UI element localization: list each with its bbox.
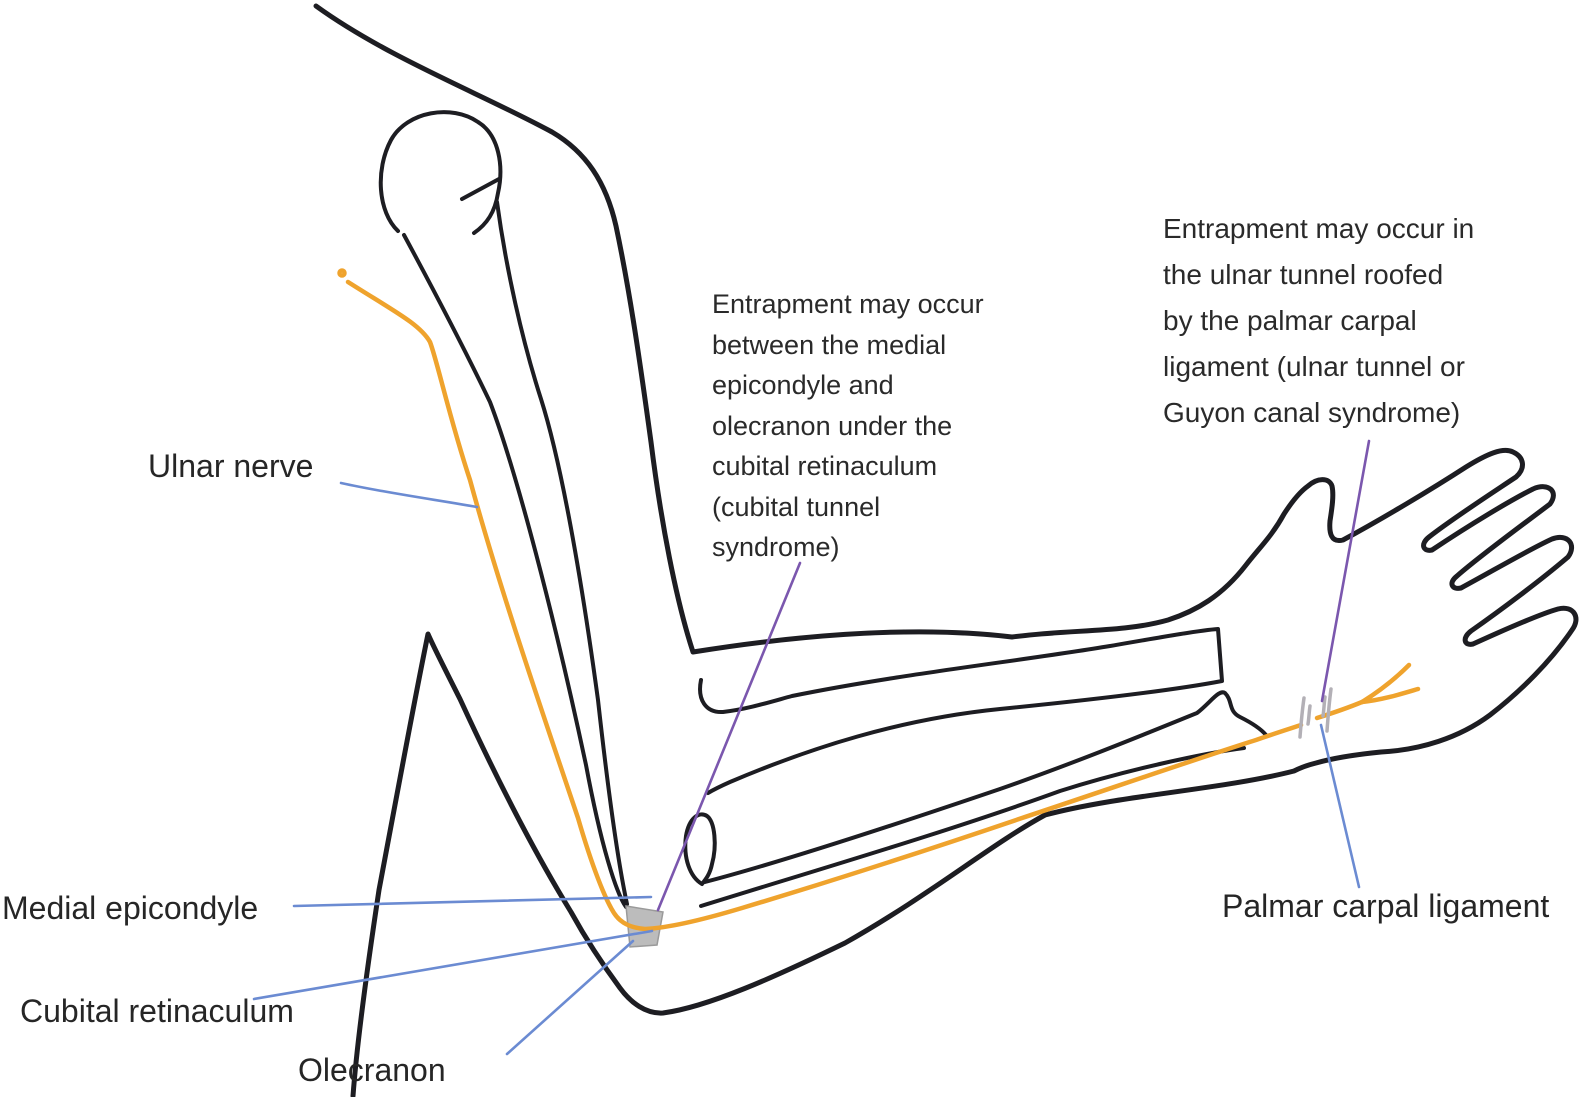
radius-bone-path	[698, 627, 1224, 795]
ulnar-nerve-branch-lower	[1359, 686, 1421, 705]
humerus-head-path	[378, 110, 503, 235]
cubital-tunnel-annotation: Entrapment may occur between the medial …	[712, 284, 984, 568]
olecranon-label: Olecranon	[298, 1052, 446, 1088]
annotation-line: the ulnar tunnel roofed	[1163, 259, 1444, 290]
guyon-annotation-leader-line	[1320, 439, 1371, 703]
ulna-bone-path	[699, 690, 1268, 908]
annotation-line: Entrapment may occur in	[1163, 213, 1475, 244]
annotation-line: Guyon canal syndrome)	[1163, 397, 1461, 428]
annotation-line: cubital retinaculum	[712, 451, 938, 481]
annotation-line: between the medial	[712, 329, 947, 360]
palmar-carpal-ligament-leader-line	[1319, 723, 1361, 889]
annotation-line: by the palmar carpal	[1163, 305, 1417, 336]
ulnar-nerve-path	[345, 279, 1304, 932]
cubital-annotation-leader-line	[656, 561, 802, 912]
annotation-line: epicondyle and	[712, 370, 894, 400]
medial-epicondyle-leader-line	[292, 895, 653, 908]
wrist-ligament-tick-marks	[1298, 687, 1333, 739]
cubital-retinaculum-shape	[625, 905, 664, 948]
annotation-line: olecranon under the	[712, 410, 953, 441]
body-outline-path	[313, 3, 1579, 1097]
medial-epicondyle-label: Medial epicondyle	[2, 890, 259, 926]
cubital-retinaculum-label: Cubital retinaculum	[20, 993, 294, 1029]
cubital-retinaculum-leader-line	[252, 929, 654, 1001]
palmar-carpal-ligament-label: Palmar carpal ligament	[1222, 888, 1550, 924]
guyon-canal-annotation: Entrapment may occur in the ulnar tunnel…	[1163, 206, 1474, 436]
olecranon-leader-line	[505, 939, 635, 1056]
olecranon-bump-path	[683, 812, 717, 886]
ulnar-nerve-leader-line	[339, 481, 479, 509]
ulnar-nerve-label: Ulnar nerve	[148, 448, 314, 484]
annotation-line: Entrapment may occur	[712, 289, 984, 319]
ulnar-nerve-origin-dot	[337, 268, 347, 278]
annotation-line: ligament (ulnar tunnel or	[1163, 351, 1465, 382]
humerus-shaft-path	[402, 200, 629, 909]
humerus-head-sketch-line	[460, 177, 501, 201]
annotation-line: syndrome)	[712, 532, 840, 562]
annotation-line: (cubital tunnel	[712, 491, 881, 522]
